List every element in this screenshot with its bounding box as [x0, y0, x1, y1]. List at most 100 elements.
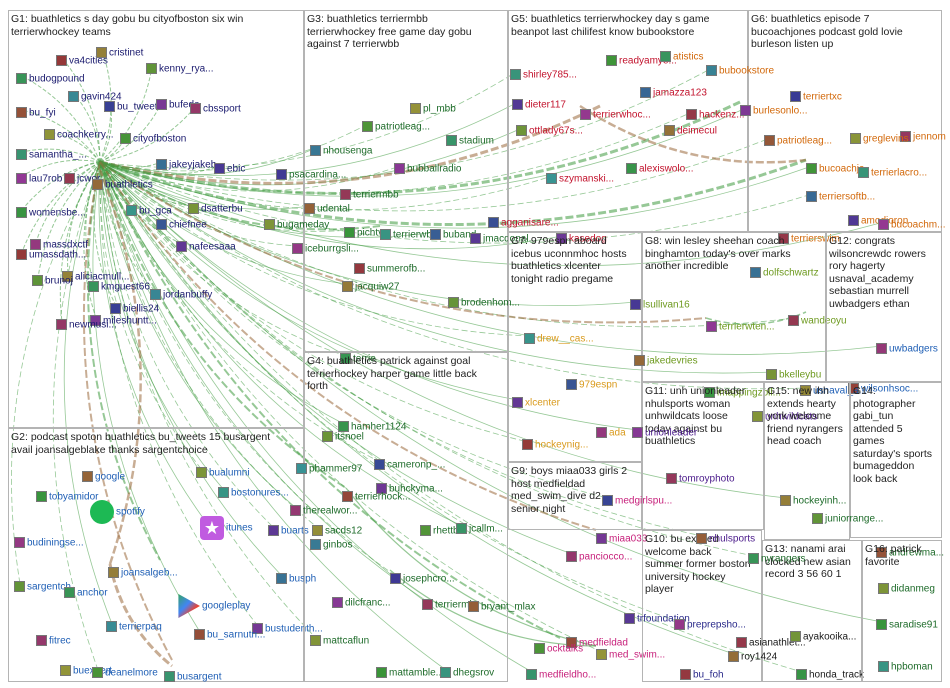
node-tomroyphoto[interactable]: tomroyphoto: [666, 470, 735, 488]
node-honda-track[interactable]: honda_track: [796, 666, 864, 684]
node-uwbadgers[interactable]: uwbadgers: [876, 340, 938, 358]
node-kmguest66[interactable]: kmguest66: [88, 278, 150, 296]
node-cameronp[interactable]: cameronp_...: [374, 456, 445, 474]
node-hockeynig[interactable]: hockeynig...: [522, 436, 588, 454]
node-pichtv[interactable]: pichtv: [344, 224, 383, 242]
node-womensbe[interactable]: womensbe...: [16, 204, 86, 222]
node-bostonures[interactable]: bostonures...: [218, 484, 289, 502]
node-terrie[interactable]: terrie: [340, 350, 376, 368]
node-ocktalks[interactable]: ocktalks: [534, 640, 583, 658]
node-budiningse[interactable]: budiningse...: [14, 534, 84, 552]
node-terrierpaq[interactable]: terrierpaq: [106, 618, 162, 636]
node-psacardina[interactable]: psacardina...: [276, 166, 346, 184]
node-wilsonhsoc[interactable]: wilsonhsoc...: [848, 380, 918, 398]
node-terrierswim[interactable]: terrierswim: [778, 230, 840, 248]
node-gavin424[interactable]: gavin424: [68, 88, 122, 106]
node-terrierhock[interactable]: terrierhock...: [342, 488, 411, 506]
node-agganisare[interactable]: agganisare...: [488, 214, 559, 232]
node-aliciacmull[interactable]: aliciacmull...: [62, 268, 129, 286]
node-buhckyma[interactable]: buhckyma...: [376, 480, 443, 498]
node-biellis24[interactable]: biellis24: [110, 300, 159, 318]
node-ottlady67s[interactable]: ottlady67s...: [516, 122, 583, 140]
node-readyamye[interactable]: readyamye...: [606, 52, 677, 70]
node-jmacdonal[interactable]: jmacdonal...: [470, 230, 537, 248]
node-bu-sarnutri[interactable]: bu_sarnutri...: [194, 626, 265, 644]
node-bu-foh[interactable]: bu_foh: [680, 666, 724, 684]
node-terrierwten[interactable]: terrierwten...: [706, 318, 775, 336]
node-josephcro[interactable]: josephcro...: [390, 570, 455, 588]
node-terriermle[interactable]: terriermle: [422, 596, 477, 614]
node-sacds12[interactable]: sacds12: [312, 522, 362, 540]
node-summerofb[interactable]: summerofb...: [354, 260, 425, 278]
node-coachkerry[interactable]: coachkerry...: [44, 126, 114, 144]
node-rhettbu[interactable]: rhettbu: [420, 522, 464, 540]
node-ada[interactable]: ada: [596, 424, 626, 442]
node-nhousenga[interactable]: nhousenga: [310, 142, 373, 160]
node-sargentch[interactable]: sargentch: [14, 578, 71, 596]
node-medgirlspu[interactable]: medgirlspu...: [602, 492, 672, 510]
node-bualumni[interactable]: bualumni: [196, 464, 250, 482]
node-buband[interactable]: buband: [430, 226, 476, 244]
node-mileshuntt[interactable]: mileshuntt...: [90, 312, 157, 330]
node-alexiswolo[interactable]: alexiswolo...: [626, 160, 693, 178]
node-trfoundation[interactable]: trfoundation: [624, 610, 690, 628]
node-bufede[interactable]: bufede: [156, 96, 200, 114]
node-bustudenth[interactable]: bustudenth...: [252, 620, 323, 638]
node-tobyamidor[interactable]: tobyamidor: [36, 488, 98, 506]
node-udental[interactable]: udental: [304, 200, 350, 218]
node-szymanski[interactable]: szymanski...: [546, 170, 614, 188]
node-brunoj[interactable]: brunoj: [32, 272, 73, 290]
node-itsnoel[interactable]: itsnoel: [322, 428, 364, 446]
node-stadium[interactable]: stadium: [446, 132, 494, 150]
node-terrierlacro[interactable]: terrierlacro...: [858, 164, 927, 182]
node-bucoachm[interactable]: bucoachm...: [878, 216, 945, 234]
node-shirley785[interactable]: shirley785...: [510, 66, 577, 84]
node-kenny-rya[interactable]: kenny_rya...: [146, 60, 213, 78]
node-xlcenter[interactable]: xlcenter: [512, 394, 560, 412]
node-usnaval-a[interactable]: usnaval_a...: [800, 382, 867, 400]
node-jcwor[interactable]: jcwor: [64, 170, 100, 188]
node-cityofboston[interactable]: cityofboston: [120, 130, 186, 148]
node-bubookstore[interactable]: bubookstore: [706, 62, 774, 80]
node-greglevins[interactable]: greglevins: [850, 130, 909, 148]
node-terriermbb[interactable]: terriermbb: [340, 186, 399, 204]
node-medfieldho[interactable]: medfieldho...: [526, 666, 596, 684]
node-deimecul[interactable]: deimecul: [664, 122, 717, 140]
node-therealwor[interactable]: therealwor...: [290, 502, 357, 520]
node-nafeesaaa[interactable]: nafeesaaa: [176, 238, 236, 256]
node-fitrec[interactable]: fitrec: [36, 632, 71, 650]
node-iceburrgsli[interactable]: iceburrgsli...: [292, 240, 359, 258]
node-terriertxc[interactable]: terriertxc: [790, 88, 842, 106]
node-bugameday[interactable]: bugameday: [264, 216, 329, 234]
node-samantha[interactable]: samantha_...: [16, 146, 87, 164]
node-patriotleag[interactable]: patriotleag...: [362, 118, 430, 136]
node-cristinet[interactable]: cristinet: [96, 44, 143, 62]
node-dsatterbu[interactable]: dsatterbu: [188, 200, 243, 218]
node-brodenhom[interactable]: brodenhom...: [448, 294, 520, 312]
node-patriotleag[interactable]: patriotleag...: [764, 132, 832, 150]
node-dhegsrov[interactable]: dhegsrov: [440, 664, 494, 682]
node-miaa033[interactable]: miaa033: [596, 530, 647, 548]
node-mattamble[interactable]: mattamble...: [376, 664, 444, 682]
node-newmusi[interactable]: newmusi...: [56, 316, 117, 334]
node-kasedog[interactable]: kasedog: [556, 230, 607, 248]
node-terrierwhoc[interactable]: terrierwhoc...: [580, 106, 651, 124]
node-massdxctf[interactable]: massdxctf: [30, 236, 88, 254]
node-unhwildcats[interactable]: unhwildcats: [752, 408, 817, 426]
node-terrierwbb[interactable]: terrierwbb: [380, 226, 437, 244]
node-panciocco[interactable]: panciocco...: [566, 548, 632, 566]
node-nhulsports[interactable]: nhulsports: [696, 530, 755, 548]
node-jamazza123[interactable]: jamazza123: [640, 84, 707, 102]
node-jakeyjakeb[interactable]: jakeyjakeb...: [156, 156, 225, 174]
node-lsullivan16[interactable]: lsullivan16: [630, 296, 690, 314]
node-drew-cas[interactable]: drew__cas...: [524, 330, 594, 348]
node-joansalgeb[interactable]: joansalgeb...: [108, 564, 178, 582]
node-bucoachjc[interactable]: bucoachjc: [806, 160, 864, 178]
node-medfieldad[interactable]: medfieldad: [566, 634, 628, 652]
node-spotify[interactable]: spotify: [90, 500, 145, 524]
node-jennom[interactable]: jennom: [900, 128, 946, 146]
node-dilcfranc[interactable]: dilcfranc...: [332, 594, 391, 612]
node-buarts[interactable]: buarts: [268, 522, 309, 540]
node-preprepsho[interactable]: preprepsho...: [674, 616, 746, 634]
node-hackenz[interactable]: hackenz...: [686, 106, 745, 124]
